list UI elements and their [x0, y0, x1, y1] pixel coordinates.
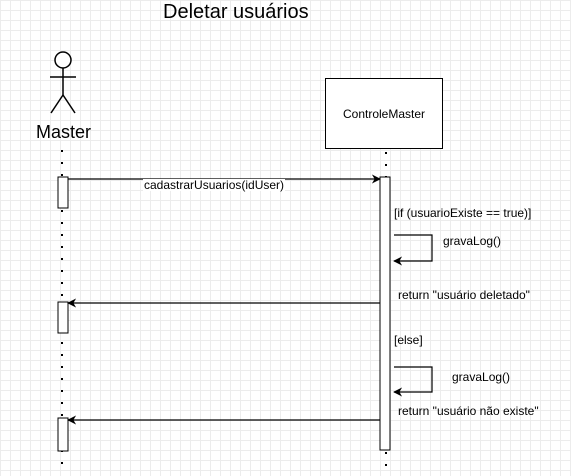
gravalog-self-arrow-1 [393, 234, 433, 266]
object-label: ControleMaster [342, 106, 426, 121]
object-box: ControleMaster [325, 78, 443, 149]
gravalog-label-2: gravaLog() [452, 370, 511, 384]
actor-head [54, 51, 72, 69]
object-activation [379, 176, 391, 451]
gravalog-label-1: gravaLog() [443, 234, 502, 248]
actor-activation-3 [57, 417, 69, 452]
call-message-label: cadastrarUsuarios(idUser) [143, 178, 286, 192]
gravalog-self-arrow-2 [393, 366, 433, 397]
actor-left-leg [50, 94, 64, 114]
actor-figure [50, 51, 76, 114]
actor-right-leg [62, 94, 76, 114]
actor-activation-2 [57, 301, 69, 334]
actor-activation-1 [57, 176, 69, 209]
else-guard-label: [else] [394, 333, 423, 347]
diagram-title: Deletar usuários [163, 1, 309, 23]
return-label-1: return "usuário deletado" [398, 288, 530, 302]
if-guard-label: [if (usuarioExiste == true)] [394, 206, 532, 220]
actor-label: Master [36, 122, 92, 142]
return-label-2: return "usuário não existe" [398, 404, 539, 418]
